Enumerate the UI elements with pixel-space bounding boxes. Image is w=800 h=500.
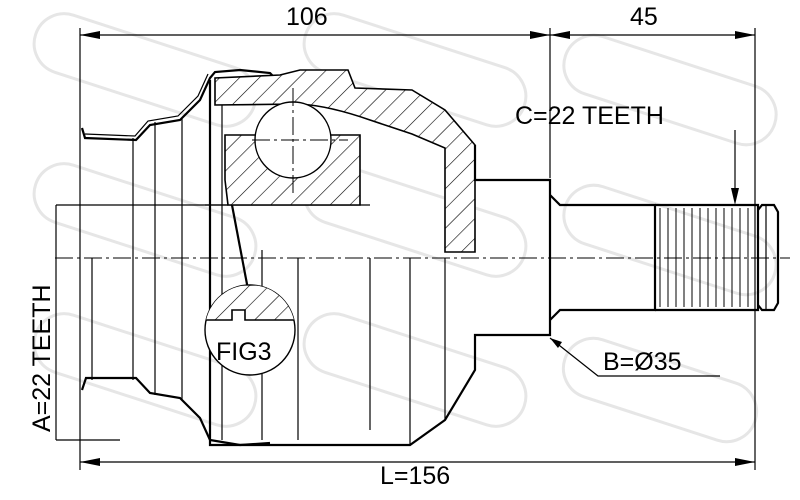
teeth-c-label: C=22 TEETH	[515, 102, 664, 130]
teeth-a-label: A=22 TEETH	[28, 284, 56, 432]
shaft	[549, 194, 780, 321]
diameter-b-label: B=Ø35	[603, 348, 682, 376]
fig3-detail	[204, 284, 296, 376]
housing-section	[205, 69, 552, 447]
dimension-total-length: L=156	[380, 462, 450, 490]
dimension-45: 45	[630, 3, 658, 31]
dimension-lines	[55, 28, 756, 470]
boot	[80, 68, 276, 447]
dimension-106: 106	[286, 3, 328, 31]
fig3-label: FIG3	[216, 338, 272, 366]
